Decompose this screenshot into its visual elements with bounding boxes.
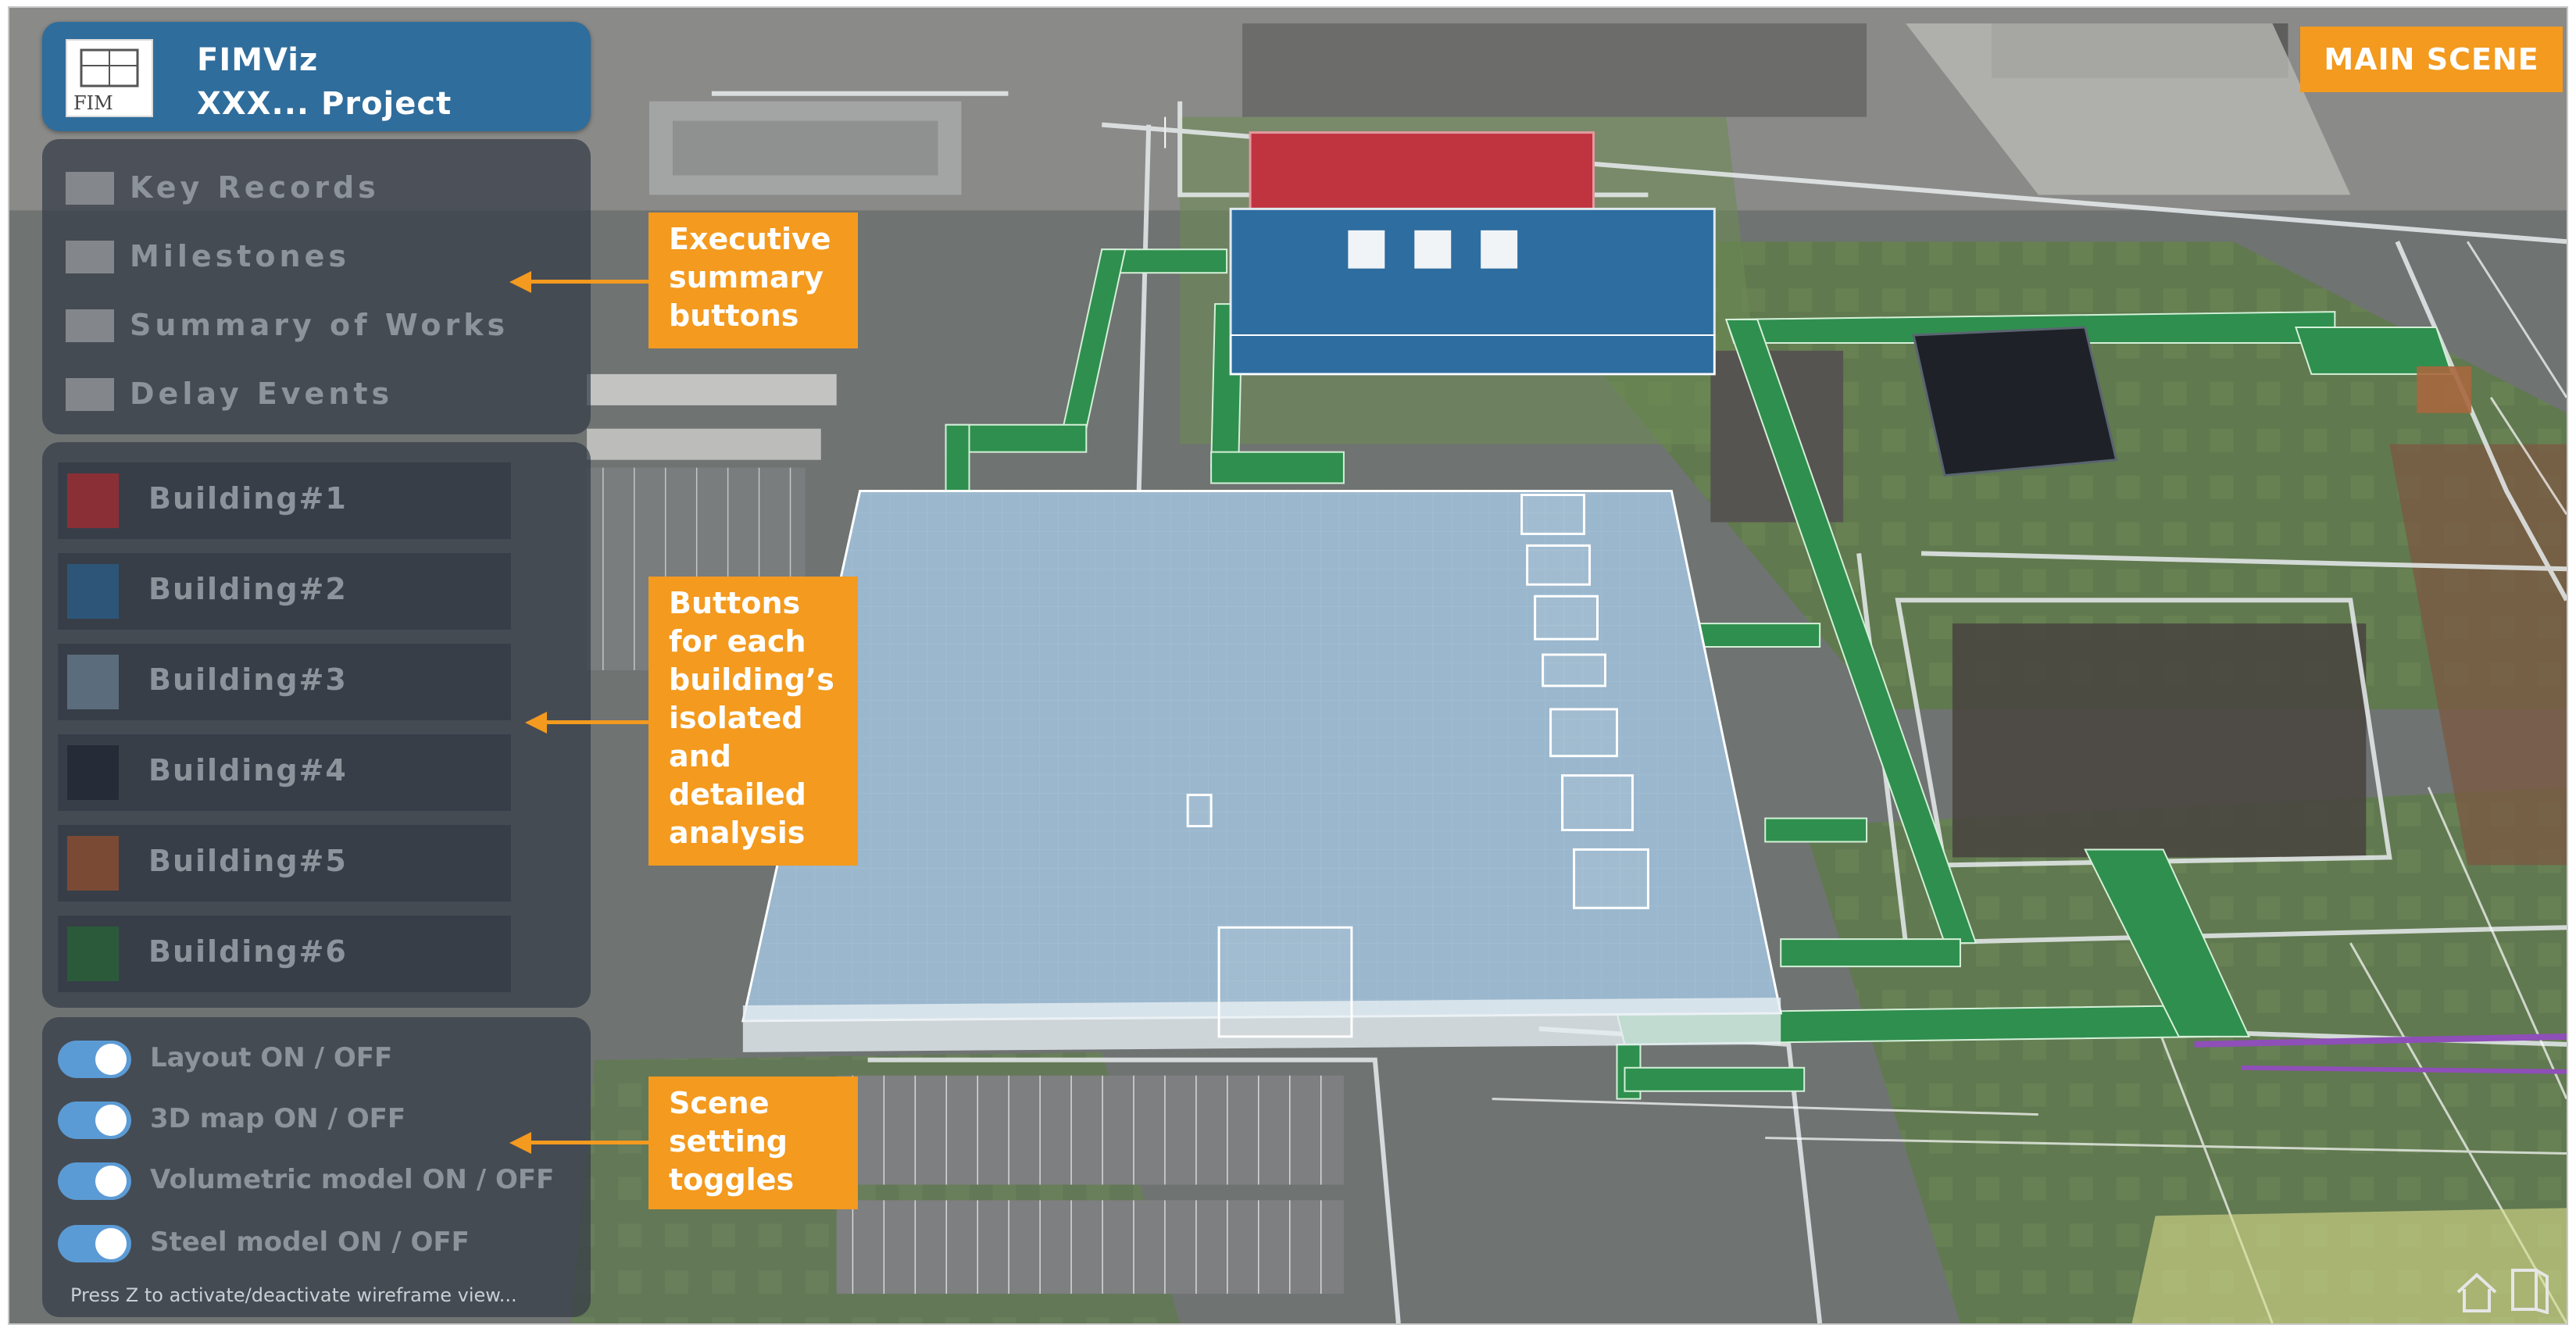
buildings-arrow xyxy=(547,720,650,724)
building-2-color-swatch xyxy=(67,564,119,619)
checkbox-icon xyxy=(66,309,114,342)
toggle-knob xyxy=(95,1105,127,1136)
aerial-3d-map[interactable] xyxy=(9,8,2567,1323)
home-icon[interactable] xyxy=(2453,1270,2500,1314)
building-2-button[interactable]: Building#2 xyxy=(58,553,511,630)
building-4-color-swatch xyxy=(67,745,119,800)
building-6-button[interactable]: Building#6 xyxy=(58,916,511,992)
toggle-knob xyxy=(95,1044,127,1075)
app-title-card: FIM FIMViz XXX... Project xyxy=(42,22,591,131)
executive-arrow xyxy=(531,280,650,284)
building-1-button[interactable]: Building#1 xyxy=(58,462,511,539)
main-scene-button[interactable]: MAIN SCENE xyxy=(2300,27,2563,92)
scene-arrow-head xyxy=(509,1132,531,1154)
toggle-knob xyxy=(95,1166,127,1197)
key-records-button[interactable]: Key Records xyxy=(58,161,558,216)
buildings-arrow-head xyxy=(525,712,547,734)
checkbox-icon xyxy=(66,172,114,205)
toggle-switch[interactable] xyxy=(58,1041,131,1078)
building-5-button[interactable]: Building#5 xyxy=(58,825,511,902)
building-6-color-swatch xyxy=(67,927,119,981)
svg-text:FIM: FIM xyxy=(73,92,113,114)
checkbox-icon xyxy=(66,241,114,273)
project-name: XXX... Project xyxy=(197,86,452,122)
building-3-button[interactable]: Building#3 xyxy=(58,644,511,720)
steel-model-toggle[interactable]: Steel model ON / OFF xyxy=(58,1219,573,1267)
summary-of-works-button[interactable]: Summary of Works xyxy=(58,298,558,353)
exit-door-icon[interactable] xyxy=(2506,1266,2553,1315)
toggle-switch[interactable] xyxy=(58,1162,131,1200)
toggle-knob xyxy=(95,1228,127,1259)
wireframe-hint: Press Z to activate/deactivate wireframe… xyxy=(70,1284,517,1306)
3d-map-toggle[interactable]: 3D map ON / OFF xyxy=(58,1095,573,1144)
checkbox-icon xyxy=(66,378,114,411)
volumetric-model-toggle[interactable]: Volumetric model ON / OFF xyxy=(58,1156,573,1205)
toggle-switch[interactable] xyxy=(58,1102,131,1139)
scene-toggles-panel xyxy=(42,1017,591,1317)
building-3-color-swatch xyxy=(67,655,119,709)
executive-callout: Executive summary buttons xyxy=(648,212,858,348)
executive-summary-panel xyxy=(42,139,591,434)
app-name: FIMViz xyxy=(197,42,319,78)
buildings-callout: Buttons for each building’s isolated and… xyxy=(648,577,858,866)
building-5-color-swatch xyxy=(67,836,119,891)
delay-events-button[interactable]: Delay Events xyxy=(58,367,558,422)
layout-toggle[interactable]: Layout ON / OFF xyxy=(58,1034,573,1083)
scene-callout: Scene setting toggles xyxy=(648,1077,858,1209)
scene-arrow xyxy=(531,1141,650,1144)
executive-arrow-head xyxy=(509,271,531,293)
fim-logo-icon: FIM xyxy=(66,39,153,117)
building-1-color-swatch xyxy=(67,473,119,528)
toggle-switch[interactable] xyxy=(58,1225,131,1262)
3d-scene-viewport[interactable]: FIM FIMViz XXX... Project Key Records Mi… xyxy=(8,6,2568,1325)
building-4-button[interactable]: Building#4 xyxy=(58,734,511,811)
milestones-button[interactable]: Milestones xyxy=(58,230,558,284)
